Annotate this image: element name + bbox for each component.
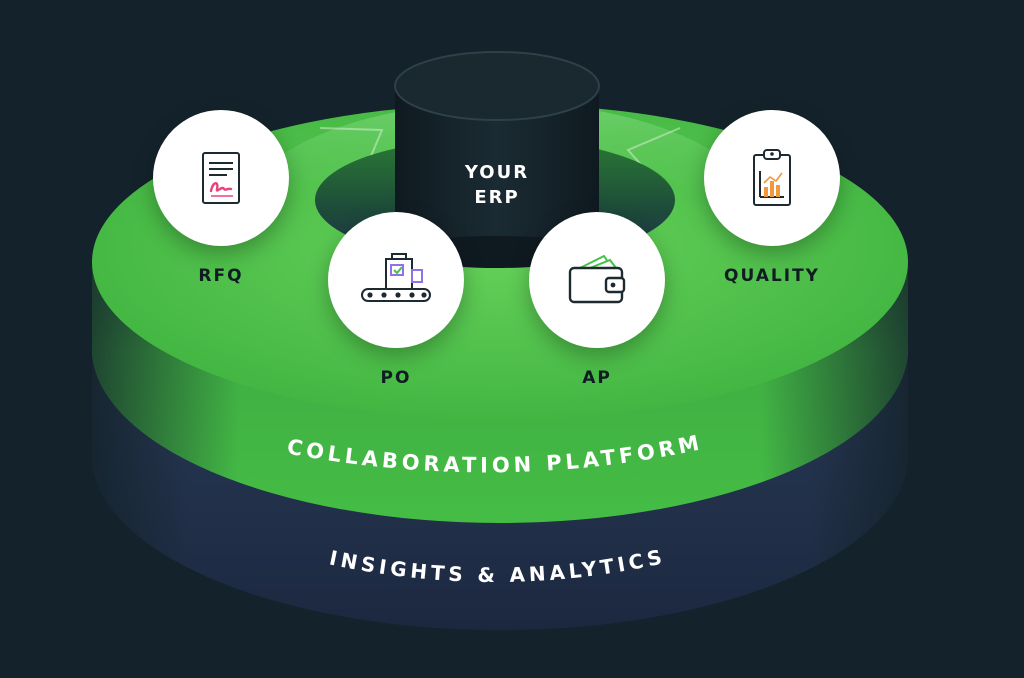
conveyor-belt-icon	[361, 253, 431, 302]
ap-label: AP	[582, 368, 612, 388]
quality-node[interactable]	[704, 110, 840, 246]
document-signature-icon	[202, 152, 240, 204]
ap-node[interactable]	[529, 212, 665, 348]
erp-label-line1: YOUR	[464, 162, 529, 183]
po-node[interactable]	[328, 212, 464, 348]
quality-label: QUALITY	[724, 266, 820, 286]
erp-label-line2: ERP	[474, 187, 519, 208]
wallet-icon	[568, 254, 626, 304]
po-label: PO	[380, 368, 412, 388]
clipboard-chart-icon	[753, 149, 791, 206]
erp-cylinder-top	[394, 51, 600, 121]
back-wall-ring	[240, 100, 760, 205]
rfq-node[interactable]	[153, 110, 289, 246]
rfq-label: RFQ	[198, 266, 244, 286]
